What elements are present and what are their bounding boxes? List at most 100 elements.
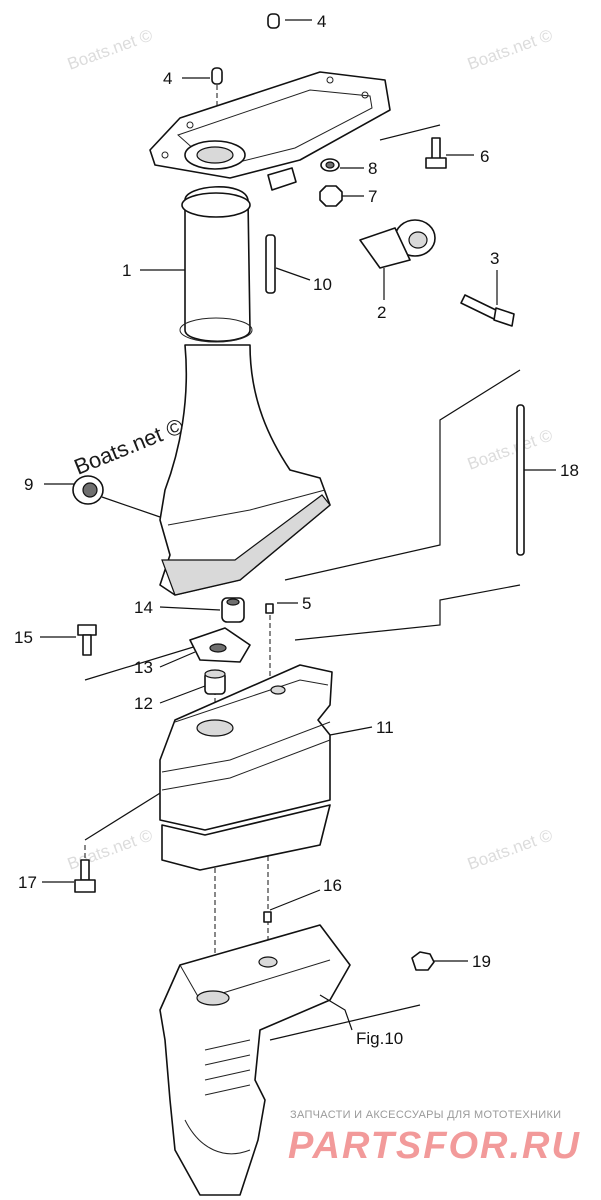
watermark-2: Boats.net © (465, 25, 556, 73)
extension-pin-hole (270, 685, 286, 695)
gearcase-ribs (204, 1039, 251, 1096)
flare-edge (167, 489, 326, 526)
nut (319, 185, 343, 207)
callout-4-top: 4 (317, 12, 326, 31)
bolt-17-shank (80, 859, 90, 881)
small-pin (265, 603, 274, 614)
assembly-line-19 (269, 1004, 421, 1041)
extension-rim (174, 679, 329, 723)
leader-lines (40, 19, 556, 1031)
leader-14 (159, 606, 221, 611)
part-12-bushing (204, 669, 226, 695)
leader-10 (275, 267, 311, 281)
callout-5: 5 (302, 594, 311, 613)
callout-8: 8 (368, 159, 377, 178)
callout-14: 14 (134, 598, 153, 617)
callout-1: 1 (122, 261, 131, 280)
part-19-nut (411, 951, 435, 971)
watermark-1: Boats.net © (65, 25, 156, 73)
gearcase-bore (196, 990, 230, 1006)
bolt-3-head (493, 307, 515, 327)
bushing-top (204, 669, 226, 679)
gearcase (159, 924, 351, 1196)
part-5-pin (265, 603, 274, 614)
part-18-stud (516, 404, 525, 556)
callout-6: 6 (480, 147, 489, 166)
gearcase-pin-hole (258, 956, 278, 968)
part-6-bolt (425, 137, 447, 169)
stud (516, 404, 525, 556)
mount-hole-2 (361, 91, 369, 99)
bolt-15-head (77, 624, 97, 636)
part-9-grommet (72, 475, 104, 505)
assembly-line-18-top (284, 369, 521, 581)
callout-4: 4 (163, 69, 172, 88)
callout-labels: 4 4 6 8 7 1 10 2 3 9 18 5 14 15 13 12 11… (14, 12, 579, 1048)
part-3-bolt (460, 294, 515, 327)
cap-nut (411, 951, 435, 971)
callout-15: 15 (14, 628, 33, 647)
assembly-line-17 (84, 789, 166, 841)
watermark-main: Boats.net © (71, 413, 187, 479)
callout-10: 10 (313, 275, 332, 294)
mount-plate (149, 71, 391, 179)
clamp-boss (267, 167, 297, 191)
bolt-17-head (74, 879, 96, 893)
casing-top-bore (196, 146, 234, 164)
mount-hole-3 (186, 121, 194, 129)
callout-18: 18 (560, 461, 579, 480)
callout-11: 11 (376, 718, 394, 737)
column-collar-bottom (179, 317, 253, 343)
extension-bore (196, 719, 234, 737)
small-pin-16 (263, 911, 272, 923)
callout-9: 9 (24, 475, 33, 494)
bolt-shank (431, 137, 441, 161)
footer-tagline: ЗАПЧАСТИ И АКСЕССУАРЫ ДЛЯ МОТОТЕХНИКИ (290, 1109, 561, 1121)
part-8-washer (320, 158, 340, 172)
part-7-nut (319, 185, 343, 207)
leader-13 (159, 651, 196, 668)
part-15-bolt (77, 624, 97, 656)
callout-2: 2 (377, 303, 386, 322)
part-16-pin (263, 911, 272, 923)
leader-9b (101, 496, 161, 518)
mount-top (226, 598, 240, 606)
clamp-arm (359, 227, 411, 269)
part-13-plate (189, 627, 251, 663)
callout-3: 3 (490, 249, 499, 268)
footer-branding: ЗАПЧАСТИ И АКСЕССУАРЫ ДЛЯ МОТОТЕХНИКИ PA… (288, 1109, 579, 1167)
leader-11 (329, 726, 373, 736)
washer-hole (325, 161, 335, 169)
extension-lower (161, 804, 331, 871)
column-collar-top (181, 192, 251, 218)
assembly-line-15 (84, 644, 201, 681)
rod (265, 234, 276, 294)
flare-base (161, 494, 331, 596)
callout-13: 13 (134, 658, 153, 677)
callout-17: 17 (18, 873, 37, 892)
dowel-pin-top (267, 13, 280, 29)
bolt-head (425, 157, 447, 169)
leader-16 (269, 889, 321, 911)
casing-column (184, 186, 251, 343)
part-4-dowel (211, 67, 223, 85)
watermark-3: Boats.net © (465, 425, 556, 473)
mount-hole-1 (326, 76, 334, 84)
watermark-5: Boats.net © (465, 825, 556, 873)
part-17-bolt (74, 859, 96, 893)
callout-16: 16 (323, 876, 342, 895)
callout-12: 12 (134, 694, 153, 713)
extension-band-1 (161, 721, 331, 773)
assembly-line-6 (379, 124, 441, 141)
assembly-line-18-mid (294, 584, 521, 641)
figure-reference: Fig.10 (356, 1029, 403, 1048)
extension-housing (159, 664, 333, 831)
part-10-rod (265, 234, 276, 294)
mount-hole-4 (161, 151, 169, 159)
leader-fig10 (319, 994, 353, 1031)
clamp-bore (408, 231, 428, 249)
part-2-clamp (359, 219, 436, 269)
extension-band-2 (161, 739, 331, 791)
leader-12 (159, 685, 206, 704)
